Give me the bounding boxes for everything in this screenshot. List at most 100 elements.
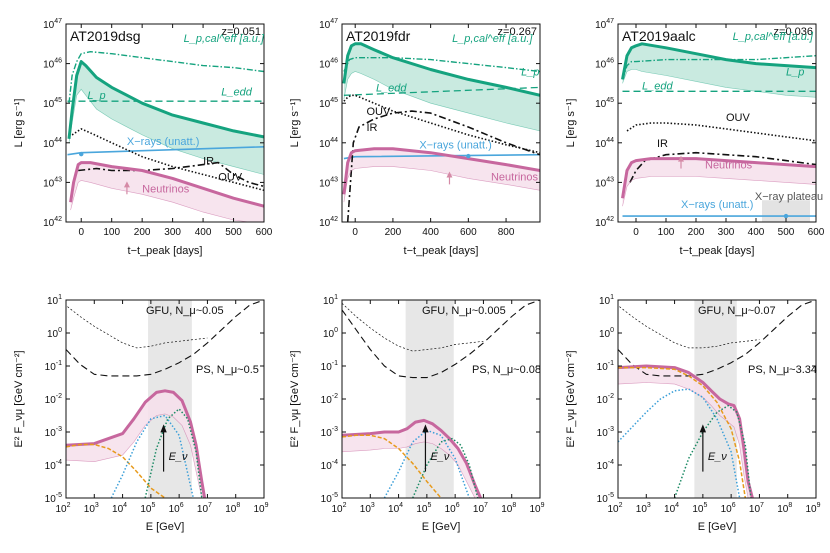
plot-area (618, 300, 816, 498)
lp-band (622, 43, 816, 98)
y-axis-label: E² F_νμ [GeV cm⁻²] (13, 350, 25, 447)
lp-band (343, 43, 540, 131)
redshift-label: z=0.267 (498, 26, 537, 38)
x-tick-label: 0 (633, 227, 639, 238)
y-tick-label: 1047 (319, 18, 338, 31)
y-tick-label: 10-3 (321, 426, 338, 439)
series-ouv (626, 122, 816, 142)
y-axis-label: L [erg s⁻¹] (289, 99, 301, 148)
series-total-band-lower (618, 382, 749, 498)
annotation-neutrinos: Neutrinos (705, 160, 753, 172)
series-neutrinos-band-lower (622, 176, 816, 207)
x-tick-label: 600 (256, 227, 273, 238)
x-tick-label: 102 (55, 502, 70, 515)
x-tick-label: 102 (607, 502, 622, 515)
plot-area (342, 42, 540, 222)
x-tick-label: 200 (134, 227, 151, 238)
gfu-label: GFU, N_μ~0.005 (422, 305, 506, 317)
neutrino-flux-band (342, 420, 481, 498)
series-ps (342, 300, 540, 379)
series-gfu (342, 303, 484, 352)
redshift-label: z=0.051 (222, 26, 261, 38)
energy-arrow-head (699, 424, 707, 433)
energy-arrow-head (160, 424, 167, 433)
series-orange (342, 434, 442, 498)
y-tick-label: 1045 (43, 97, 62, 110)
series-green (144, 408, 203, 498)
series-green (412, 437, 479, 498)
y-tick-label: 1044 (319, 137, 338, 150)
x-tick-label: 107 (749, 502, 764, 515)
x-tick-label: 400 (748, 227, 765, 238)
ps-label: PS, N_μ~0.5 (196, 364, 259, 376)
neutrino-band (622, 158, 816, 207)
series-ir (346, 110, 540, 222)
series-neutrinos-band-lower (70, 180, 252, 222)
x-tick-label: 105 (140, 502, 155, 515)
y-axis-label: E² F_νμ [GeV cm⁻²] (565, 350, 577, 447)
x-tick-label: 104 (388, 502, 403, 515)
series-total (618, 364, 754, 498)
series-green (673, 404, 752, 498)
panel-title: AT2019fdr (346, 28, 411, 44)
annotation-ir: IR (657, 138, 668, 150)
series-l-p-band-lower (343, 71, 540, 132)
x-tick-label: 108 (777, 502, 792, 515)
annotation-x-rays-unatt: X−rays (unatt.) (681, 199, 753, 211)
x-tick-label: 800 (498, 227, 515, 238)
x-axis-label: t−t_peak [days] (128, 245, 203, 257)
energy-label: E_ν (430, 451, 449, 463)
series-orange (66, 443, 166, 498)
annotation-neutrinos: Neutrinos (142, 183, 190, 195)
annotation-x-rays-unatt: X−rays (unatt.) (419, 140, 491, 152)
series-l-p-cal-eff-a-u (68, 51, 264, 104)
y-tick-label: 10-2 (597, 393, 614, 406)
y-tick-label: 101 (323, 294, 338, 307)
x-tick-label: 600 (808, 227, 825, 238)
x-tick-label: 109 (529, 502, 544, 515)
y-tick-label: 100 (323, 327, 338, 340)
neutrino-arrow-head (123, 181, 130, 188)
energy-label: E_ν (708, 451, 727, 463)
series-orange (618, 366, 747, 498)
x-tick-label: 400 (422, 227, 439, 238)
y-tick-label: 1046 (319, 58, 338, 71)
x-tick-label: 103 (84, 502, 99, 515)
series-ir (78, 161, 264, 188)
series-neutrinos (342, 147, 540, 195)
y-tick-label: 101 (599, 294, 614, 307)
series-l-p (67, 60, 264, 139)
series-l-p-cal-eff-a-u (343, 57, 540, 73)
y-tick-label: 10-3 (45, 426, 62, 439)
x-tick-label: 0 (352, 227, 358, 238)
x-tick-label: 100 (658, 227, 675, 238)
y-tick-label: 1042 (595, 216, 614, 229)
x-tick-label: 300 (718, 227, 735, 238)
x-tick-label: 108 (501, 502, 516, 515)
x-tick-label: 200 (385, 227, 402, 238)
series-ouv (71, 128, 264, 192)
x-tick-label: 103 (360, 502, 375, 515)
annotation-l-p-cal-eff-a-u: L_p,cal^eff [a.u.] (733, 31, 814, 43)
x-tick-label: 103 (636, 502, 651, 515)
xray-data-point (466, 153, 471, 159)
y-tick-label: 1047 (595, 18, 614, 31)
panel-title: AT2019aalc (622, 28, 696, 44)
annotation-l-p-cal-eff-a-u: L_p,cal^eff [a.u.] (452, 33, 533, 45)
x-tick-label: 600 (460, 227, 477, 238)
series-x-rays-unatt (343, 153, 540, 160)
y-tick-label: 100 (599, 327, 614, 340)
plot-area (621, 42, 816, 222)
x-tick-label: 105 (692, 502, 707, 515)
annotation-ir: IR (367, 122, 378, 134)
series-l-p-band-lower (622, 69, 816, 98)
x-axis-label: t−t_peak [days] (680, 245, 755, 257)
xray-data-point (783, 213, 789, 219)
annotation-x-rays-unatt: X−rays (unatt.) (127, 136, 199, 148)
gfu-label: GFU, N_μ~0.07 (698, 305, 776, 317)
x-tick-label: 105 (416, 502, 431, 515)
y-tick-label: 1043 (595, 176, 614, 189)
